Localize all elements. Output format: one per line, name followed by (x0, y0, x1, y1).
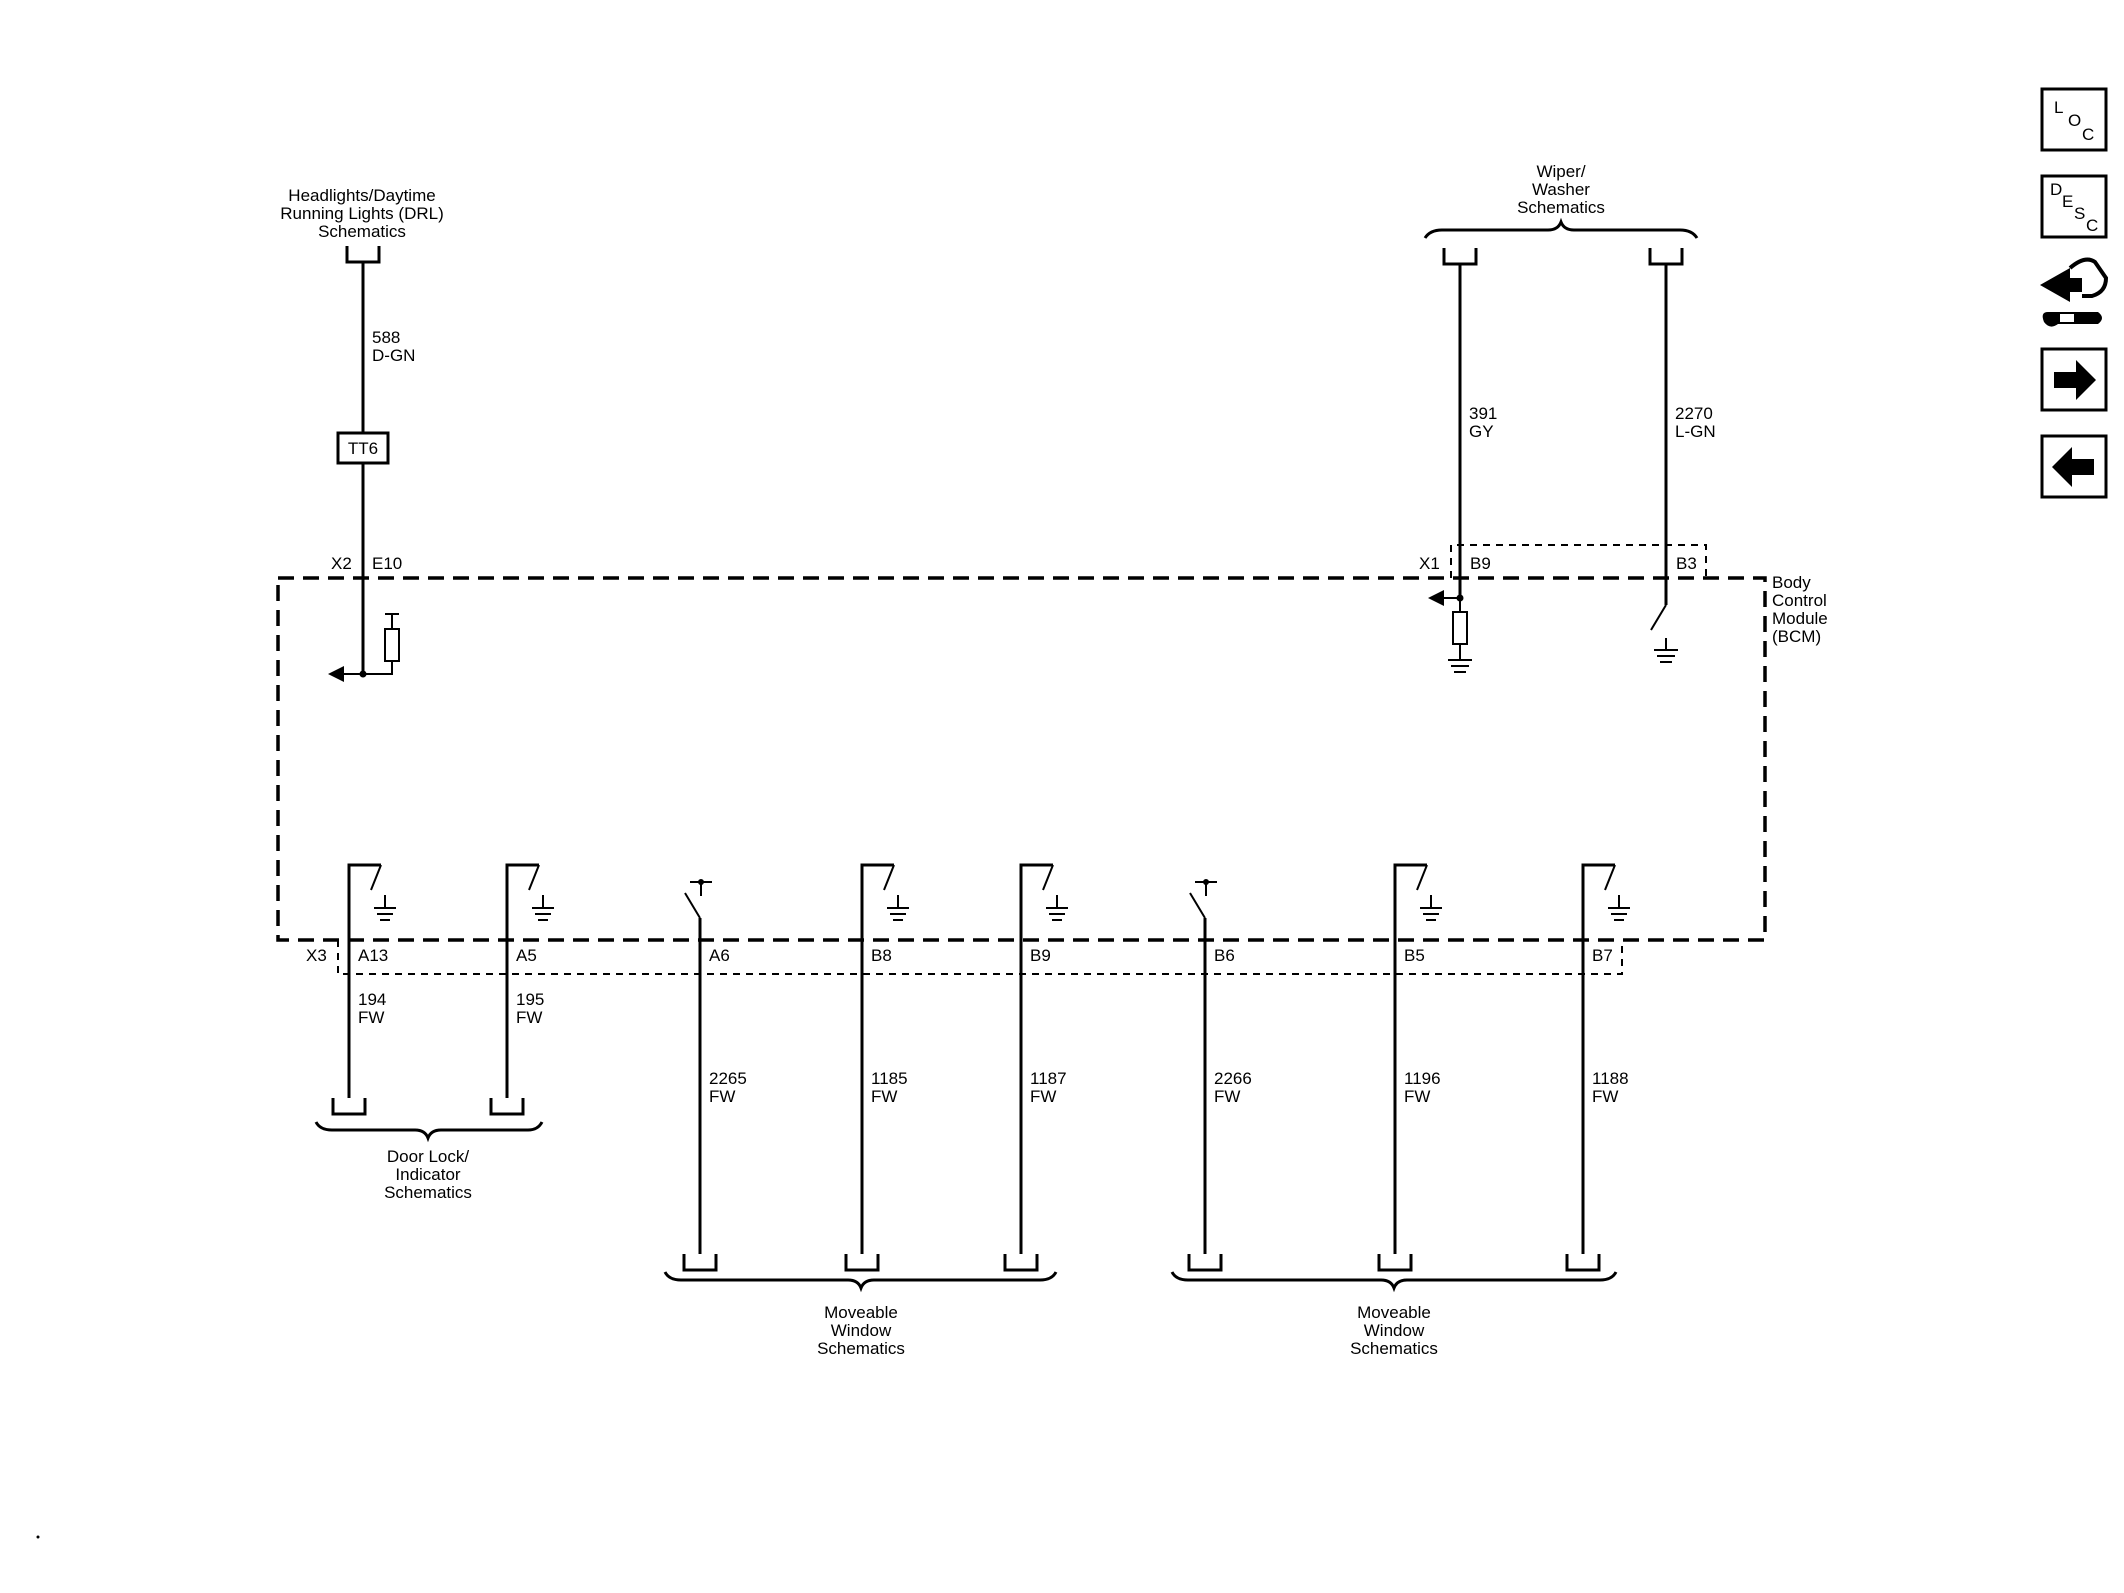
window-left-ref-line-1: Moveable (824, 1303, 898, 1322)
wire-195-color: FW (516, 1008, 542, 1027)
wire-588-circuit: 588 (372, 328, 400, 347)
wiper-ref-line-3: Schematics (1517, 198, 1605, 217)
connector-icon[interactable] (2040, 257, 2109, 327)
window-left-reference: Moveable Window Schematics (663, 1271, 1058, 1358)
window-right-ref-line-3: Schematics (1350, 1339, 1438, 1358)
wire-1187-color: FW (1030, 1087, 1056, 1106)
wire-1188-circuit: 1188 (1592, 1069, 1629, 1088)
wiper-b3-switch (1650, 604, 1678, 663)
wire-1185-color: FW (871, 1087, 897, 1106)
wire-1196-color: FW (1404, 1087, 1430, 1106)
wire-194-circuit: 194 (358, 990, 386, 1009)
connector-x3-outline (337, 940, 1623, 975)
bcm-module-outline (276, 576, 1767, 942)
splice-tt6 (336, 431, 390, 465)
connector-x2-label: X2 (331, 554, 352, 573)
window-left-ref-line-3: Schematics (817, 1339, 905, 1358)
wire-1188 (1581, 863, 1615, 1254)
wire-1185-circuit: 1185 (871, 1069, 908, 1088)
connector-x1-label: X1 (1419, 554, 1440, 573)
wire-1187 (1019, 863, 1053, 1254)
headlights-ref-line-3: Schematics (318, 222, 406, 241)
pin-b6-label: B6 (1214, 946, 1235, 965)
forward-arrow-icon (2054, 360, 2096, 400)
window-left-ref-line-2: Window (831, 1321, 892, 1340)
connector-x1-outline (1450, 544, 1707, 578)
window-right-reference: Moveable Window Schematics (1170, 1271, 1618, 1358)
wire-2266-color: FW (1214, 1087, 1240, 1106)
bcm-label-line-2: Control (1772, 591, 1827, 610)
desc-letter-s: S (2074, 204, 2085, 223)
wire-2270-circuit: 2270 (1675, 404, 1713, 423)
desc-letter-d: D (2050, 180, 2062, 199)
headlights-ref-line-2: Running Lights (DRL) (280, 204, 443, 223)
door-lock-ref-line-2: Indicator (395, 1165, 461, 1184)
pin-a13-label: A13 (358, 946, 388, 965)
bcm-label-line-1: Body (1772, 573, 1811, 592)
pin-b3-label: B3 (1676, 554, 1697, 573)
wiper-b9-input-circuit (1428, 590, 1472, 673)
door-lock-ref-line-3: Schematics (384, 1183, 472, 1202)
wire-195-circuit: 195 (516, 990, 544, 1009)
door-lock-ref-line-1: Door Lock/ (387, 1147, 469, 1166)
window-right-ref-line-2: Window (1364, 1321, 1425, 1340)
pin-b5-label: B5 (1404, 946, 1425, 965)
wire-194-color: FW (358, 1008, 384, 1027)
loc-letter-l: L (2054, 98, 2063, 117)
wire-1196 (1393, 863, 1427, 1254)
bcm-label-line-3: Module (1772, 609, 1828, 628)
wiper-ref-line-2: Washer (1532, 180, 1590, 199)
wire-588-color: D-GN (372, 346, 415, 365)
pin-b9-top-label: B9 (1470, 554, 1491, 573)
desc-button[interactable]: D E S C (2040, 174, 2108, 239)
wiper-ref-line-1: Wiper/ (1536, 162, 1585, 181)
pin-a5-label: A5 (516, 946, 537, 965)
wire-1188-color: FW (1592, 1087, 1618, 1106)
bcm-label-line-4: (BCM) (1772, 627, 1821, 646)
pin-a6-label: A6 (709, 946, 730, 965)
wire-2265-color: FW (709, 1087, 735, 1106)
wire-1185 (860, 863, 894, 1254)
page-speck (36, 1535, 40, 1539)
wiper-reference: Wiper/ Washer Schematics (1423, 162, 1699, 266)
loc-letter-c: C (2082, 125, 2094, 144)
headlights-ref-line-1: Headlights/Daytime (288, 186, 435, 205)
back-arrow-button[interactable] (2040, 434, 2108, 499)
wire-2265-circuit: 2265 (709, 1069, 747, 1088)
wire-2270-color: L-GN (1675, 422, 1716, 441)
loc-letter-o: O (2068, 111, 2081, 130)
headlights-reference: Headlights/Daytime Running Lights (DRL) … (280, 186, 444, 264)
loc-button[interactable]: L O C (2040, 87, 2108, 152)
wire-194 (347, 863, 381, 1098)
pin-e10-label: E10 (372, 554, 402, 573)
splice-tt6-label: TT6 (348, 439, 378, 458)
pin-b9-bot-label: B9 (1030, 946, 1051, 965)
drl-input-circuit (328, 613, 400, 682)
desc-letter-e: E (2062, 192, 2073, 211)
pin-b8-label: B8 (871, 946, 892, 965)
wire-1196-circuit: 1196 (1404, 1069, 1441, 1088)
wire-1187-circuit: 1187 (1030, 1069, 1067, 1088)
connector-x3-label: X3 (306, 946, 327, 965)
wire-391-circuit: 391 (1469, 404, 1497, 423)
door-lock-reference: Door Lock/ Indicator Schematics (314, 1098, 544, 1202)
window-right-ref-line-1: Moveable (1357, 1303, 1431, 1322)
wire-2266-circuit: 2266 (1214, 1069, 1252, 1088)
back-arrow-icon (2052, 447, 2094, 487)
wire-195 (505, 863, 539, 1098)
desc-letter-c: C (2086, 216, 2098, 235)
forward-arrow-button[interactable] (2040, 347, 2108, 412)
headlights-ref-terminal (345, 246, 381, 264)
pin-b7-label: B7 (1592, 946, 1613, 965)
wire-391-color: GY (1469, 422, 1494, 441)
